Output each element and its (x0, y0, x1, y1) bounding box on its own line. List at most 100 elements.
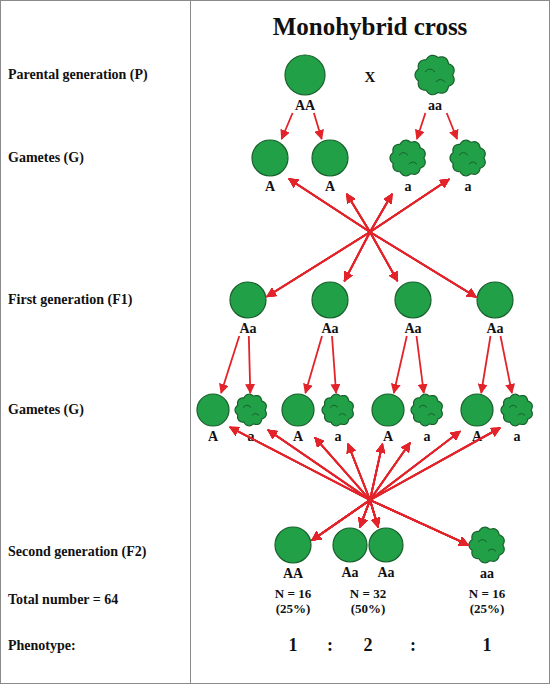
genotype-label: AA (274, 566, 312, 581)
arrow-connector (230, 427, 378, 527)
pea-crease (425, 69, 435, 72)
genotype-label: Aa (229, 321, 267, 336)
arrow-connector (249, 336, 251, 393)
genotype-label: A (281, 429, 315, 444)
arrow-connector (312, 428, 500, 540)
genotype-label: a (500, 429, 534, 444)
count-label: 1 (289, 636, 298, 656)
pea-crease (252, 414, 259, 416)
pea-node: AA (284, 54, 326, 113)
count-label: (25%) (470, 602, 505, 616)
pea-node: Aa (332, 527, 368, 580)
genotype-label: A (311, 179, 349, 194)
diagram-title: Monohybrid cross (273, 13, 468, 41)
pea-node: a (410, 393, 444, 444)
pea-node: a (389, 139, 427, 194)
arrow-connector (230, 427, 468, 545)
genotype-label: a (234, 429, 268, 444)
pea-crease (330, 405, 338, 407)
pea-crease (509, 405, 517, 407)
smooth-pea (285, 55, 325, 95)
row-label: First generation (F1) (8, 292, 132, 307)
arrow-connector (230, 427, 370, 540)
count-label: N = 32 (350, 587, 386, 601)
wrinkled-pea (469, 527, 504, 563)
pea-crease (399, 153, 408, 156)
smooth-pea (395, 282, 431, 318)
count-label: (50%) (351, 602, 386, 616)
pea-crease (488, 549, 496, 551)
pea-node: Aa (476, 281, 514, 336)
arrow-connector (394, 336, 407, 393)
wrinkled-pea (390, 140, 425, 176)
row-label: Second generation (F2) (8, 544, 146, 559)
pea-node: AA (274, 526, 312, 581)
pea-node: A (251, 139, 289, 194)
pea-node: Aa (394, 281, 432, 336)
arrow-connector (305, 336, 322, 393)
arrow-connector (289, 179, 370, 281)
wrinkled-pea (235, 394, 266, 426)
smooth-pea (312, 140, 348, 176)
wrinkled-pea (322, 394, 353, 426)
arrow-connector (267, 194, 392, 297)
genotype-label: A (460, 429, 494, 444)
arrow-connector (370, 179, 476, 297)
smooth-pea (461, 394, 493, 426)
pea-node: A (196, 393, 230, 444)
arrow-connector (417, 113, 426, 139)
arrow-connector (312, 444, 382, 540)
row-label: Gametes (G) (8, 150, 84, 165)
arrow-connector (360, 431, 460, 527)
smooth-pea (369, 528, 403, 562)
pea-node: Aa (229, 281, 267, 336)
pea-node: a (234, 393, 268, 444)
count-label: 2 (364, 636, 373, 656)
genotype-label: aa (414, 98, 456, 113)
arrow-connector (347, 194, 476, 297)
arrow-connector (221, 336, 239, 393)
genotype-label: Aa (311, 321, 349, 336)
genotype-label: Aa (368, 565, 404, 580)
arrow-connector (370, 194, 398, 281)
arrow-connector (370, 443, 468, 545)
arrow-connector (370, 444, 382, 527)
arrow-connector (360, 443, 410, 527)
wrinkled-pea (501, 394, 532, 426)
smooth-pea (312, 282, 348, 318)
row-label: Total number = 64 (8, 592, 118, 607)
wrinkled-pea (415, 55, 454, 95)
count-label: X (365, 69, 376, 86)
arrow-connector (370, 431, 468, 544)
arrow-connector (312, 443, 410, 541)
pea-crease (478, 540, 487, 543)
arrow-connector (481, 336, 490, 393)
arrow-connector (370, 194, 476, 297)
genotype-label: a (410, 429, 444, 444)
wrinkled-pea (450, 140, 485, 176)
arrow-connector (417, 336, 424, 393)
smooth-pea (275, 527, 311, 563)
row-label: Gametes (G) (8, 402, 84, 417)
arrow-connector (344, 194, 370, 281)
column-divider (190, 0, 191, 684)
smooth-pea (333, 528, 367, 562)
pea-node: a (449, 139, 487, 194)
pea-crease (469, 162, 477, 164)
arrow-connector (370, 428, 500, 527)
arrow-connector (312, 438, 370, 541)
arrow-connector (360, 444, 383, 527)
arrow-connector (268, 430, 370, 540)
pea-crease (436, 80, 445, 83)
count-label: 1 (483, 636, 492, 656)
pea-crease (518, 414, 525, 416)
arrow-connector (289, 179, 476, 297)
arrow-connector (267, 194, 370, 297)
arrow-connector (360, 428, 500, 527)
arrow-connector (268, 430, 378, 527)
arrow-connector (501, 336, 512, 393)
pea-node: a (500, 393, 534, 444)
count-label: N = 16 (469, 587, 505, 601)
